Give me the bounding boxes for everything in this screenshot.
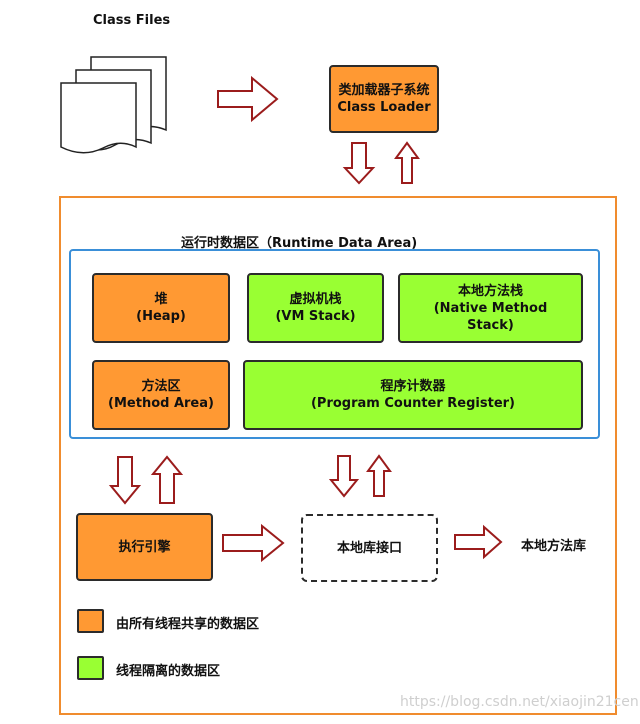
runtime-data-area-container [69, 249, 600, 439]
class-files-label: Class Files [93, 13, 171, 28]
class-loader-line1: 类加载器子系统 [338, 83, 430, 98]
class-loader-line2: Class Loader [337, 100, 431, 115]
native-interface-label: 本地库接口 [336, 540, 402, 556]
arrow-down-icon [342, 142, 376, 185]
method-area-line2: (Method Area) [108, 396, 214, 411]
heap-box: 堆 (Heap) [92, 273, 230, 343]
vm-stack-line1: 虚拟机栈 [289, 292, 342, 307]
method-area-box: 方法区 (Method Area) [92, 360, 230, 430]
arrow-down-icon [108, 456, 142, 505]
arrow-up-icon [366, 454, 392, 497]
arrow-up-icon [150, 455, 184, 504]
arrow-right-icon [454, 524, 503, 560]
native-interface-box: 本地库接口 [301, 514, 438, 582]
arrow-right-icon [217, 75, 279, 123]
class-loader-box: 类加载器子系统 Class Loader [329, 65, 439, 133]
runtime-data-area-title: 运行时数据区（Runtime Data Area) [181, 236, 418, 251]
vm-stack-box: 虚拟机栈 (VM Stack) [247, 273, 384, 343]
watermark: https://blog.csdn.net/xiaojin21cen [400, 694, 639, 710]
pc-register-line1: 程序计数器 [380, 379, 446, 394]
legend-shared-swatch [77, 609, 104, 633]
arrow-right-icon [222, 523, 285, 563]
arrow-up-icon [394, 141, 420, 184]
program-counter-register-box: 程序计数器 (Program Counter Register) [243, 360, 583, 430]
native-library-label: 本地方法库 [521, 539, 587, 554]
native-stack-line2: (Native Method [433, 300, 548, 316]
execution-engine-box: 执行引擎 [76, 513, 213, 581]
native-stack-line1: 本地方法栈 [457, 283, 523, 299]
arrow-down-icon [328, 455, 360, 498]
heap-line2: (Heap) [136, 309, 186, 324]
pc-register-line2: (Program Counter Register) [310, 396, 516, 411]
legend-isolated-label: 线程隔离的数据区 [116, 664, 221, 679]
execution-engine-label: 执行引擎 [118, 539, 171, 555]
jvm-outer-container [59, 196, 617, 715]
legend-shared-label: 由所有线程共享的数据区 [116, 617, 260, 632]
method-area-line1: 方法区 [141, 379, 181, 394]
native-stack-line3: Stack) [467, 317, 514, 333]
native-method-stack-box: 本地方法栈 (Native Method Stack) [398, 273, 583, 343]
vm-stack-line2: (VM Stack) [275, 309, 356, 324]
class-files-icon [60, 56, 167, 154]
legend-isolated-swatch [77, 656, 104, 680]
heap-line1: 堆 [154, 292, 168, 307]
